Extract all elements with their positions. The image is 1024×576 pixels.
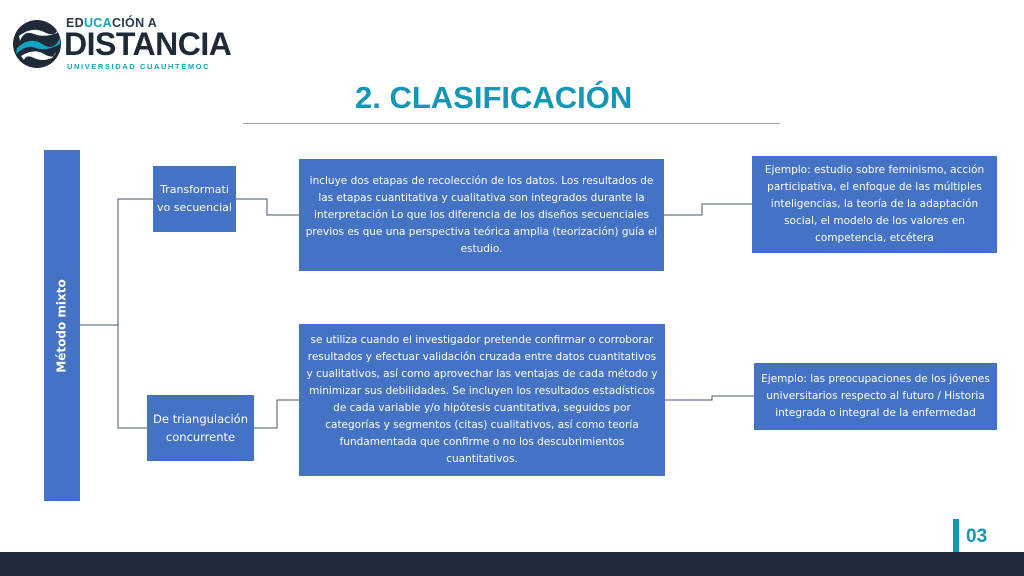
branch-node-transformativo: Transformati vo secuencial <box>153 166 236 232</box>
logo-main-text: DISTANCIA <box>64 26 232 62</box>
description-node-transformativo: incluye dos etapas de recolección de los… <box>299 159 664 271</box>
connector-root-branches <box>80 198 153 429</box>
connector-description2-example <box>665 395 754 401</box>
page-number-accent <box>953 519 959 571</box>
branch-node-triangulacion: De triangulación concurrente <box>147 395 254 461</box>
connector-branch2-description <box>254 399 299 429</box>
footer-bar <box>0 552 1024 576</box>
example-node-transformativo: Ejemplo: estudio sobre feminismo, acción… <box>752 156 997 253</box>
title-divider <box>243 123 780 124</box>
example-node-triangulacion: Ejemplo: las preocupaciones de los jóven… <box>754 363 997 430</box>
connector-description1-example <box>664 203 752 216</box>
page-number: 03 <box>966 526 988 547</box>
logo-subtitle: UNIVERSIDAD CUAUHTÉMOC <box>67 62 211 71</box>
root-node-label: Método mixto <box>55 278 70 373</box>
logo-icon <box>13 20 61 68</box>
page-title: 2. CLASIFICACIÓN <box>355 80 633 115</box>
connector-branch1-description <box>236 198 299 216</box>
logo-line1: EDUCACIÓN A <box>66 16 158 30</box>
root-node: Método mixto <box>44 150 80 501</box>
description-node-triangulacion: se utiliza cuando el investigador preten… <box>299 324 665 476</box>
